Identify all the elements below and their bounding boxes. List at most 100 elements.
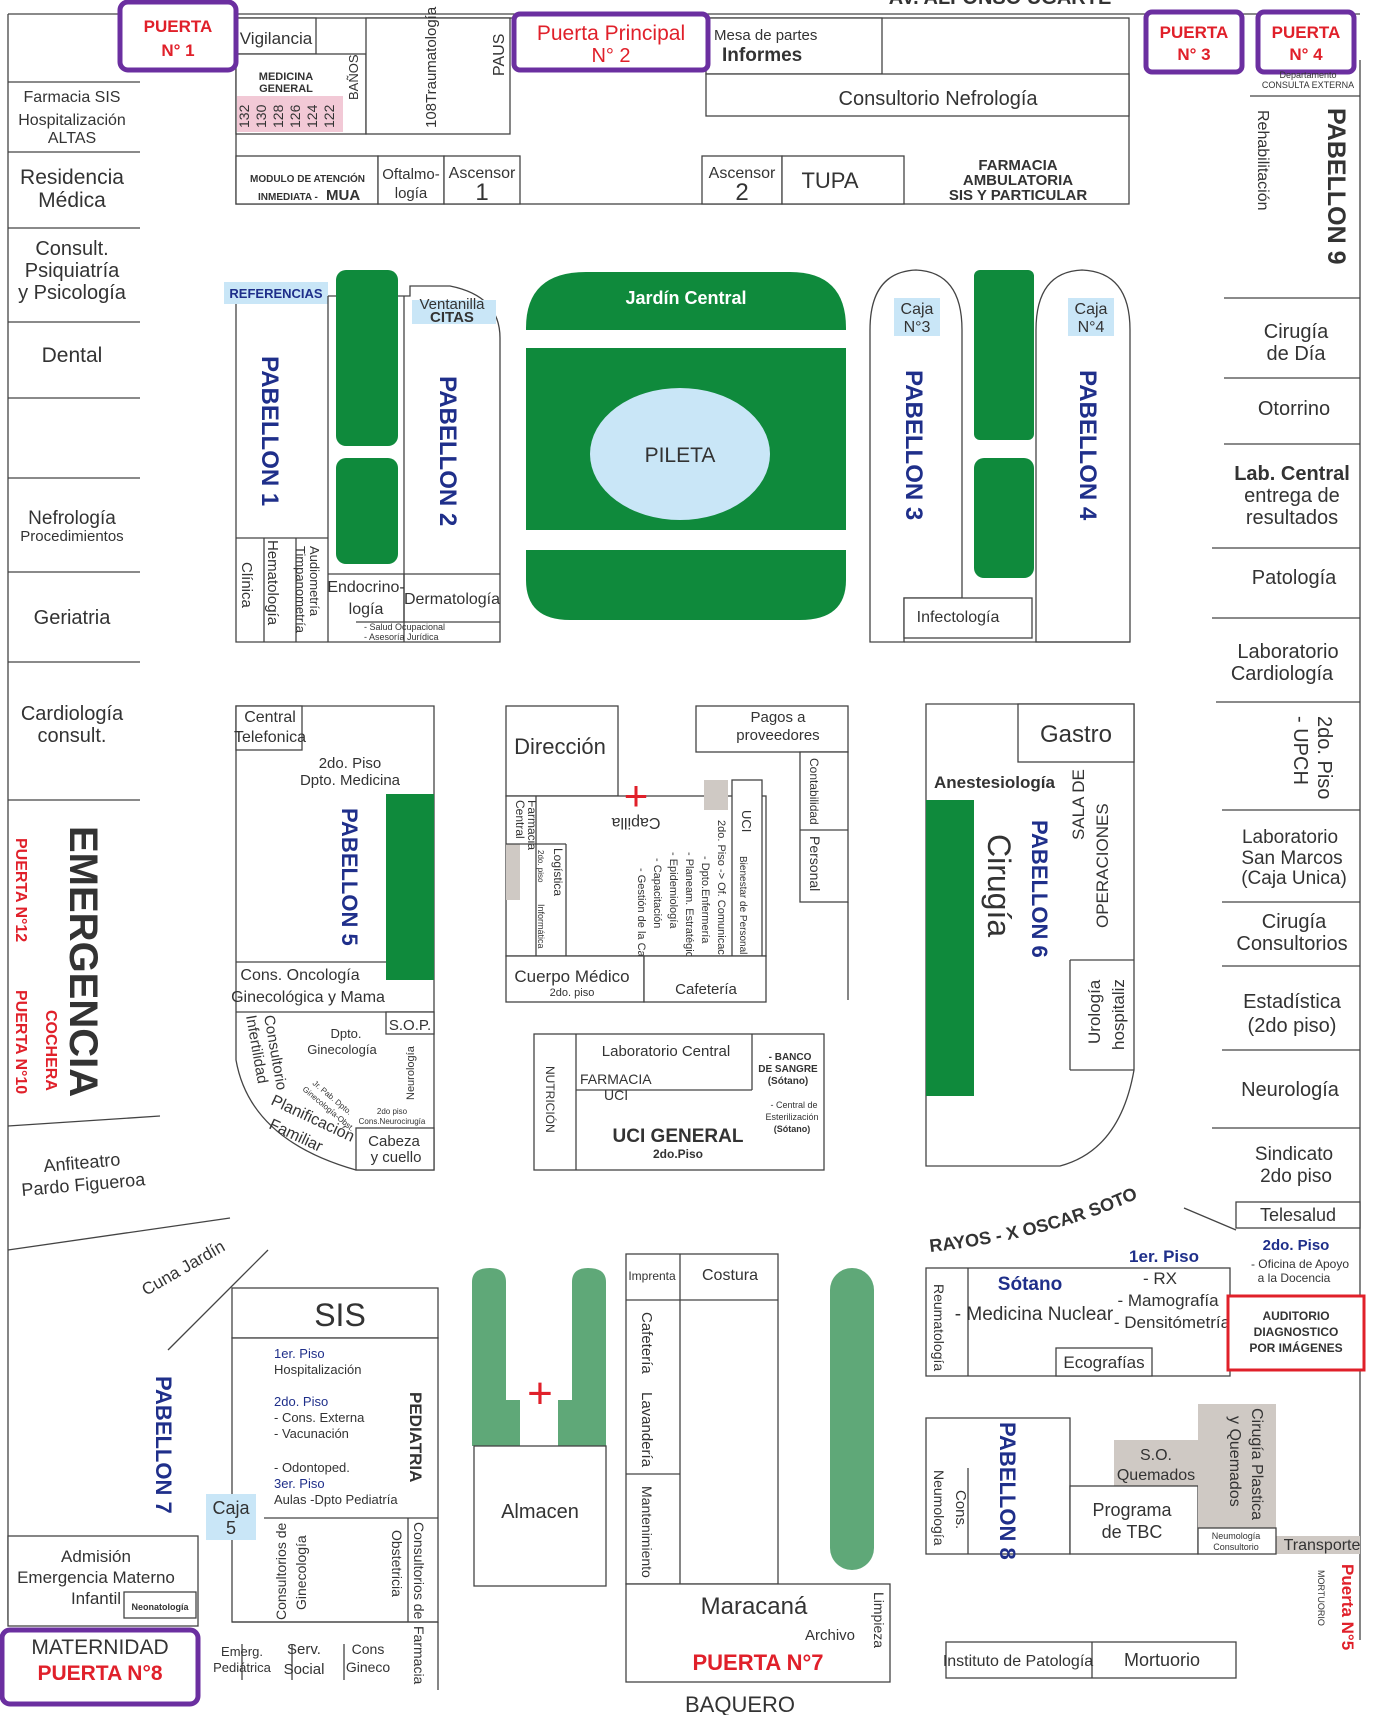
- piso2-item-4: - Epidemiología: [667, 852, 679, 929]
- rx-piso1: 1er. Piso: [1129, 1247, 1199, 1266]
- cons-neuro-1: 2do piso: [377, 1107, 408, 1116]
- top-block: Vigilancia MEDICINA GENERAL 132 130 128 …: [235, 6, 1130, 206]
- servicios-block: Imprenta Costura Cafetería Lavandería Ma…: [625, 1253, 891, 1683]
- piso2-item-3: - Planeam. Estratégico: [683, 852, 695, 963]
- cirugia-plastica-2: y Quemados: [1226, 1416, 1243, 1507]
- dpto-medicina-1: 2do. Piso: [319, 755, 382, 772]
- archivo: Archivo: [805, 1627, 855, 1644]
- gate8-line2: PUERTA N°8: [37, 1662, 162, 1685]
- vacunacion: - Vacunación: [274, 1426, 349, 1441]
- pediatria-piso3: 3er. Piso: [274, 1476, 325, 1491]
- asesoria-juridica: - Asesoría Jurídica: [364, 632, 439, 642]
- depto-consulta-1: Departamento: [1279, 70, 1336, 80]
- gate-8-maternidad: MATERNIDAD PUERTA N°8: [0, 1627, 201, 1707]
- pabellon-4: PABELLON 4: [1074, 370, 1101, 521]
- depto-consulta-2: CONSULTA EXTERNA: [1262, 80, 1354, 90]
- transporte: Transporte: [1284, 1537, 1361, 1554]
- farmacia-amb-1: FARMACIA: [978, 157, 1057, 174]
- cabeza-2: y cuello: [371, 1149, 422, 1166]
- auditorio-1: AUDITORIO: [1262, 1309, 1329, 1323]
- lab-sanmarcos-1: Laboratorio: [1242, 827, 1338, 848]
- gate3-line2: N° 3: [1177, 45, 1210, 64]
- audiometria-2: Timpanometría: [293, 546, 308, 634]
- ascensor1-number: 1: [475, 179, 488, 206]
- endocrinologia-1: Endocrino-: [327, 579, 404, 596]
- ascensor2-number: 2: [735, 179, 748, 206]
- sindicato-1: Sindicato: [1255, 1144, 1333, 1165]
- emerg-ped-1: Emerg.: [221, 1644, 263, 1659]
- farmacia-bottom: Farmacia: [411, 1626, 427, 1685]
- pabellon-2: PABELLON 2: [434, 376, 461, 526]
- cons-gineco2-2: Gineco: [346, 1659, 391, 1675]
- informatica: Informática: [536, 904, 546, 949]
- upch-1: 2do. Piso: [1313, 716, 1335, 799]
- informes: Informes: [722, 45, 802, 66]
- pabellon-3-4-block: Caja N°3 Caja N°4 PABELLON 3 PABELLON 4 …: [869, 269, 1131, 643]
- admision-1: Admisión: [61, 1547, 131, 1566]
- serv-social-2: Social: [284, 1661, 325, 1678]
- gate8-line1: MATERNIDAD: [31, 1636, 168, 1659]
- sotano: Sótano: [998, 1274, 1062, 1295]
- gate2-line2: N° 2: [591, 45, 630, 67]
- cirugia-consult-1: Cirugía: [1262, 911, 1327, 933]
- neurologia-right: Neurología: [1241, 1079, 1340, 1101]
- logistica-2: 2do. piso: [536, 850, 545, 883]
- caja3-2: N°3: [904, 319, 931, 336]
- oncologia-2: Ginecológica y Mama: [231, 989, 385, 1006]
- mamografia: - Mamografía: [1117, 1291, 1219, 1310]
- pabellon-1-2-block: REFERENCIAS Ventanilla CITAS PABELLON 1 …: [224, 270, 501, 643]
- gate-3: PUERTA N° 3: [1143, 9, 1245, 75]
- caja5-1: Caja: [212, 1498, 250, 1518]
- residencia-1: Residencia: [20, 166, 124, 189]
- ventanilla-2: CITAS: [430, 309, 474, 326]
- almacen-block: + Almacen: [472, 1268, 607, 1587]
- room-122: 122: [321, 104, 337, 128]
- piso2-item-6: - Gestión de la Calidad: [635, 868, 647, 980]
- nefrologia-proc-1: Nefrología: [28, 508, 116, 529]
- piso2-item-2: - Dpto.Enfermería: [699, 856, 711, 944]
- lab-cardio-2: Cardiología: [1231, 663, 1334, 685]
- sop: S.O.P.: [389, 1017, 431, 1034]
- nutricion: NUTRICIÓN: [543, 1066, 558, 1133]
- urologia-2: hospitaliz: [1109, 979, 1128, 1050]
- anfiteatro-2: Pardo Figueroa: [21, 1169, 147, 1200]
- cuerpo-medico-1: Cuerpo Médico: [514, 967, 629, 986]
- geriatria: Geriatria: [34, 607, 112, 629]
- pabellon-5-block: Central Telefonica 2do. Piso Dpto. Medic…: [231, 705, 435, 1171]
- dental: Dental: [42, 344, 103, 367]
- endocrinologia-2: logía: [349, 601, 384, 618]
- oftalmologia-2: logía: [395, 185, 428, 202]
- mantenimiento: Mantenimiento: [639, 1486, 655, 1578]
- room-132: 132: [236, 104, 252, 128]
- right-column: Departamento CONSULTA EXTERNA Rehabilita…: [1183, 70, 1361, 1231]
- auditorio-piso2: 2do. Piso: [1263, 1237, 1330, 1254]
- hematologia-2: Clínica: [238, 562, 255, 609]
- mortuorio-vertical: MORTUORIO: [1316, 1570, 1326, 1626]
- admision-3: Infantil: [71, 1589, 121, 1608]
- hospitalizacion: Hospitalización: [274, 1362, 361, 1377]
- instituto-block: Instituto de Patología Mortuorio Puerta …: [943, 1564, 1357, 1679]
- cons-obstetricia-2: Obstetricia: [389, 1530, 405, 1597]
- pediatria-piso1: 1er. Piso: [274, 1346, 325, 1361]
- cross-icon-almacen: +: [527, 1369, 553, 1418]
- ventanilla-1: Ventanilla: [419, 296, 485, 313]
- dpto-medicina-2: Dpto. Medicina: [300, 772, 401, 789]
- rayos-x-oscar-soto: RAYOS - X OSCAR SOTO: [928, 1183, 1140, 1256]
- farmacia-central-2: Central: [513, 800, 527, 839]
- cons-gineco2-1: Cons: [352, 1641, 385, 1657]
- logistica-1: Logística: [551, 848, 565, 896]
- medicina-general-1: MEDICINA: [259, 71, 313, 83]
- piso2-item-5: - Capacitación: [651, 858, 663, 928]
- room-124: 124: [304, 104, 320, 128]
- densitometria: - Densitómetría: [1114, 1313, 1231, 1332]
- sis-block: SIS 1er. Piso Hospitalización 2do. Piso …: [151, 1287, 439, 1690]
- so-quemados-1: S.O.: [1140, 1447, 1172, 1464]
- mua-line3: MUA: [326, 187, 360, 204]
- cirugia-consult-2: Consultorios: [1236, 933, 1347, 955]
- neumo-consult-1: Neumología: [1212, 1531, 1261, 1541]
- cross-icon: +: [624, 772, 649, 819]
- salud-ocupacional: - Salud Ocupacional: [364, 622, 445, 632]
- banos-label: BAÑOS: [346, 54, 361, 100]
- farmacia-sis-3: ALTAS: [48, 130, 96, 147]
